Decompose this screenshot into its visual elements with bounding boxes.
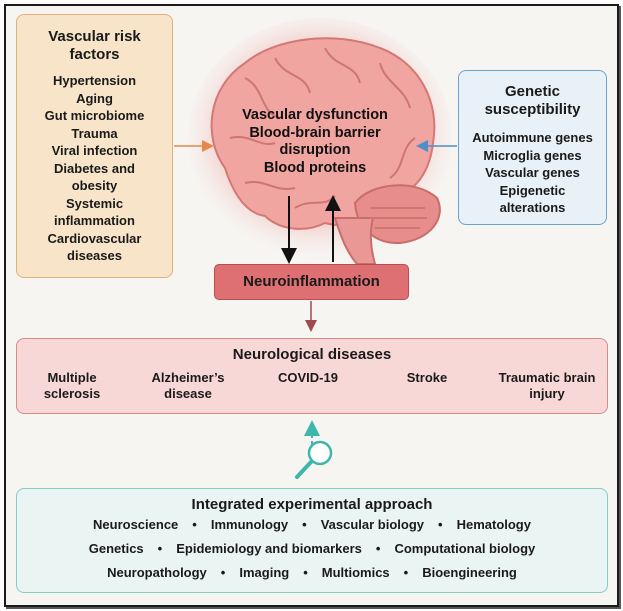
bullet-icon: • — [303, 565, 308, 580]
disease-item: Multiple sclerosis — [43, 370, 101, 401]
approach-item: Neuroscience — [93, 517, 179, 532]
bullet-icon: • — [375, 541, 381, 556]
approach-item: Hematology — [456, 517, 531, 532]
approach-item: Bioengineering — [422, 565, 517, 580]
neuroinflammation-box: Neuroinflammation — [214, 264, 409, 300]
integrated-title: Integrated experimental approach — [191, 496, 433, 513]
genetic-item: Epigenetic alterations — [499, 182, 566, 216]
genetic-list: Autoimmune genes Microglia genes Vascula… — [459, 129, 606, 217]
approach-row-3: Neuropathology • Imaging • Multiomics • Bioeng… — [16, 565, 608, 580]
risk-item: Gut microbiome — [44, 108, 145, 123]
disease-item: Alzheimer’s disease — [151, 370, 225, 401]
disease-item: Traumatic brain injury — [498, 370, 596, 401]
risk-item: Diabetes and obesity — [54, 160, 135, 194]
brain-line-2: Blood-brain barrier — [249, 124, 381, 141]
approach-row-1: Neuroscience • Immunology • Vascular biology… — [16, 517, 608, 532]
approach-item: Epidemiology and biomarkers — [176, 541, 362, 556]
bullet-icon: • — [302, 517, 307, 532]
brain-line-4: Blood proteins — [263, 159, 367, 176]
approach-item: Genetics — [88, 541, 144, 556]
magnifier-icon — [295, 440, 333, 479]
approach-row-2: Genetics • Epidemiology and biomarkers • Com… — [16, 541, 608, 556]
risk-item: Viral infection — [51, 143, 138, 158]
approach-item: Multiomics — [321, 565, 390, 580]
risk-item: Hypertension — [52, 73, 137, 88]
integrated-approach-box: Integrated experimental approach — [16, 488, 608, 593]
approach-item: Neuropathology — [107, 565, 207, 580]
bullet-icon: • — [438, 517, 443, 532]
risk-factors-title: Vascular risk factors — [48, 28, 141, 63]
approach-item: Computational biology — [394, 541, 536, 556]
bullet-icon: • — [220, 565, 226, 580]
disease-item: Stroke — [406, 370, 448, 385]
genetic-item: Autoimmune genes — [472, 130, 593, 145]
risk-factors-list: Hypertension Aging Gut microbiome Trauma… — [17, 72, 172, 265]
neurological-diseases-box: Neurological diseases Multiple sclerosis… — [16, 338, 608, 414]
bullet-icon: • — [192, 517, 197, 532]
brain-illustration — [188, 18, 452, 265]
brain-cerebrum — [210, 37, 436, 230]
risk-item: Trauma — [71, 125, 118, 141]
genetic-title: Genetic susceptibility — [484, 83, 581, 118]
genetic-item: Vascular genes — [485, 165, 580, 180]
risk-item: Systemic inflammation — [54, 195, 135, 229]
disease-item: COVID-19 — [278, 370, 338, 385]
diseases-title: Neurological diseases — [232, 346, 392, 363]
neuroinflammation-label: Neuroinflammation — [243, 273, 380, 290]
approach-item: Imaging — [239, 565, 290, 580]
risk-factors-box: Vascular risk factors Hypertension Aging… — [16, 14, 173, 278]
bullet-icon: • — [157, 541, 163, 556]
bullet-icon: • — [403, 565, 409, 580]
approach-item: Vascular biology — [320, 517, 425, 532]
genetic-susceptibility-box: Genetic susceptibility Autoimmune genes … — [458, 70, 607, 225]
genetic-item: Microglia genes — [483, 147, 582, 163]
risk-item: Aging — [76, 90, 113, 106]
approach-item: Immunology — [210, 517, 289, 532]
risk-item: Cardiovascular diseases — [47, 230, 142, 264]
brain-line-1: Vascular dysfunction — [242, 107, 388, 123]
brain-caption: Vascular dysfunction Blood-brain barrier… — [210, 107, 420, 177]
brain-line-3: disruption — [279, 142, 351, 158]
